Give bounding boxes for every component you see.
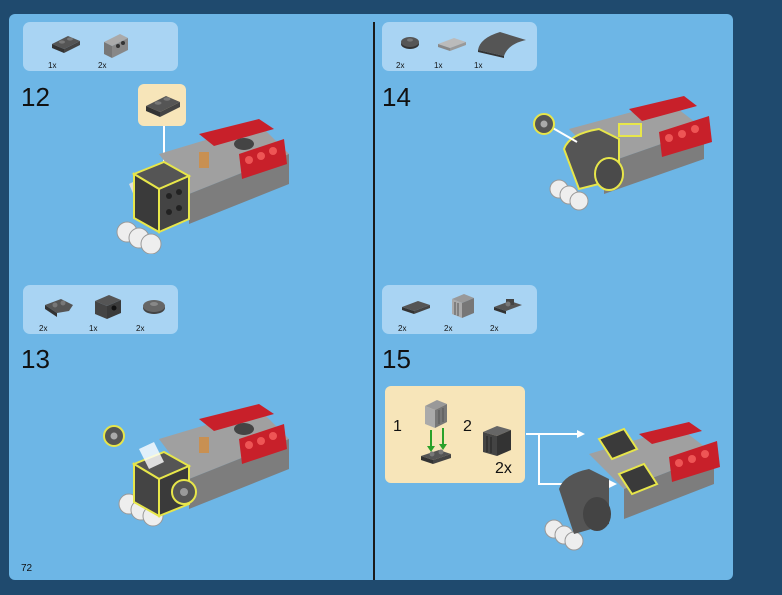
part-tile-1x2: 1x (434, 28, 474, 70)
step15-model (526, 422, 720, 551)
step-number: 13 (21, 344, 50, 374)
part-tile-1x2: 2x (398, 291, 438, 333)
step-number: 15 (382, 344, 411, 374)
step14-model (533, 96, 712, 211)
part-quantity: 2x (444, 324, 453, 333)
step14-parts-list: 2x 1x 1x (382, 22, 537, 71)
part-quantity: 1x (48, 61, 57, 70)
step-number: 14 (382, 82, 411, 112)
step12-callout (138, 84, 186, 126)
step15-subassembly-callout: 1 2 2x (385, 386, 525, 483)
part-quantity: 2x (39, 324, 48, 333)
step13-parts-list: 2x 1x 2x (23, 285, 178, 334)
substep-number: 1 (393, 418, 402, 435)
substep1-illustration (421, 400, 451, 464)
step-number: 12 (21, 82, 50, 112)
substep2-illustration (483, 426, 511, 456)
part-grille-brick: 2x (444, 291, 484, 333)
step15-parts-list: 2x 2x 2x (382, 285, 537, 334)
page-number: 72 (21, 563, 33, 574)
part-round-plate: 2x (136, 291, 176, 333)
part-wedge-plate: 2x (39, 291, 79, 333)
part-curved-slope: 1x (474, 28, 534, 70)
instruction-page: 1x 2x 12 2x 1x (9, 14, 733, 580)
part-quantity: 2x (396, 61, 405, 70)
part-quantity: 2x (98, 61, 107, 70)
page-divider (373, 22, 375, 580)
part-plate-1x2: 1x (48, 28, 88, 70)
part-quantity: 1x (434, 61, 443, 70)
part-quantity: 2x (490, 324, 499, 333)
part-jumper-plate: 2x (490, 291, 530, 333)
part-quantity: 2x (136, 324, 145, 333)
substep-number: 2 (463, 418, 472, 435)
step12-model (116, 119, 289, 254)
part-round-plate: 2x (396, 28, 436, 70)
part-bracket: 2x (98, 28, 138, 70)
part-technic-brick: 1x (89, 291, 129, 333)
part-quantity: 1x (89, 324, 98, 333)
part-quantity: 1x (474, 61, 483, 70)
step13-model (103, 404, 289, 527)
step12-parts-list: 1x 2x (23, 22, 178, 71)
subassembly-quantity: 2x (495, 460, 512, 477)
part-quantity: 2x (398, 324, 407, 333)
